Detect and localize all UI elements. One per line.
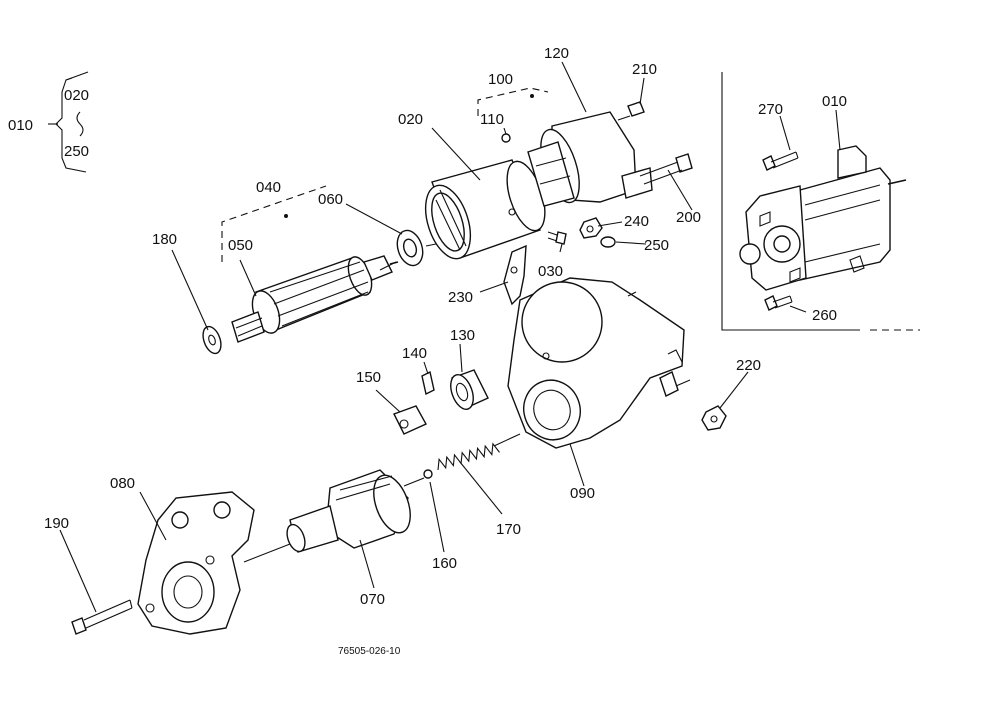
callout-240: 240 bbox=[624, 213, 649, 230]
callout-120: 120 bbox=[544, 45, 569, 62]
through-bolt-part bbox=[71, 599, 133, 635]
callout-200: 200 bbox=[676, 209, 701, 226]
callout-labels: 020 100 110 120 210 040 060 180 050 240 … bbox=[44, 45, 761, 608]
group-leaders bbox=[221, 87, 549, 262]
inset-label-010: 010 bbox=[822, 93, 847, 110]
callout-060: 060 bbox=[318, 191, 343, 208]
callout-160: 160 bbox=[432, 555, 457, 572]
drawing-code: 76505-026-10 bbox=[338, 646, 401, 657]
callout-220: 220 bbox=[736, 357, 761, 374]
group-bracket: 010 020 250 bbox=[8, 71, 89, 173]
callout-180: 180 bbox=[152, 231, 177, 248]
group-parent-label: 010 bbox=[8, 117, 33, 134]
callout-030: 030 bbox=[538, 263, 563, 280]
callout-210: 210 bbox=[632, 61, 657, 78]
callout-230: 230 bbox=[448, 289, 473, 306]
callout-080: 080 bbox=[110, 475, 135, 492]
bracket-part bbox=[503, 244, 527, 306]
end-frame-part bbox=[137, 491, 255, 635]
inset-label-260: 260 bbox=[812, 307, 837, 324]
drive-small-parts bbox=[393, 369, 489, 435]
callout-190: 190 bbox=[44, 515, 69, 532]
housing-part bbox=[507, 277, 727, 449]
inset-label-270: 270 bbox=[758, 101, 783, 118]
callout-130: 130 bbox=[450, 327, 475, 344]
callout-020: 020 bbox=[398, 111, 423, 128]
spring-part bbox=[423, 442, 500, 479]
group-from-label: 020 bbox=[64, 87, 89, 104]
brush-holder-part bbox=[501, 111, 653, 207]
callout-050: 050 bbox=[228, 237, 253, 254]
leader-lines bbox=[59, 61, 749, 613]
callout-090: 090 bbox=[570, 485, 595, 502]
callout-150: 150 bbox=[356, 369, 381, 386]
clutch-part bbox=[286, 469, 411, 553]
callout-170: 170 bbox=[496, 521, 521, 538]
group-to-label: 250 bbox=[64, 143, 89, 160]
callout-100: 100 bbox=[488, 71, 513, 88]
callout-140: 140 bbox=[402, 345, 427, 362]
assembly-lines bbox=[243, 243, 521, 563]
callout-250: 250 bbox=[644, 237, 669, 254]
inset-frame bbox=[721, 72, 920, 331]
callout-110: 110 bbox=[480, 111, 504, 128]
assembled-starter-inset: 270 010 260 bbox=[739, 93, 907, 324]
screw-parts bbox=[547, 101, 693, 248]
armature-part bbox=[202, 255, 399, 355]
callout-070: 070 bbox=[360, 591, 385, 608]
callout-040: 040 bbox=[256, 179, 281, 196]
yoke-part bbox=[424, 159, 546, 260]
bearing-part bbox=[396, 229, 424, 267]
